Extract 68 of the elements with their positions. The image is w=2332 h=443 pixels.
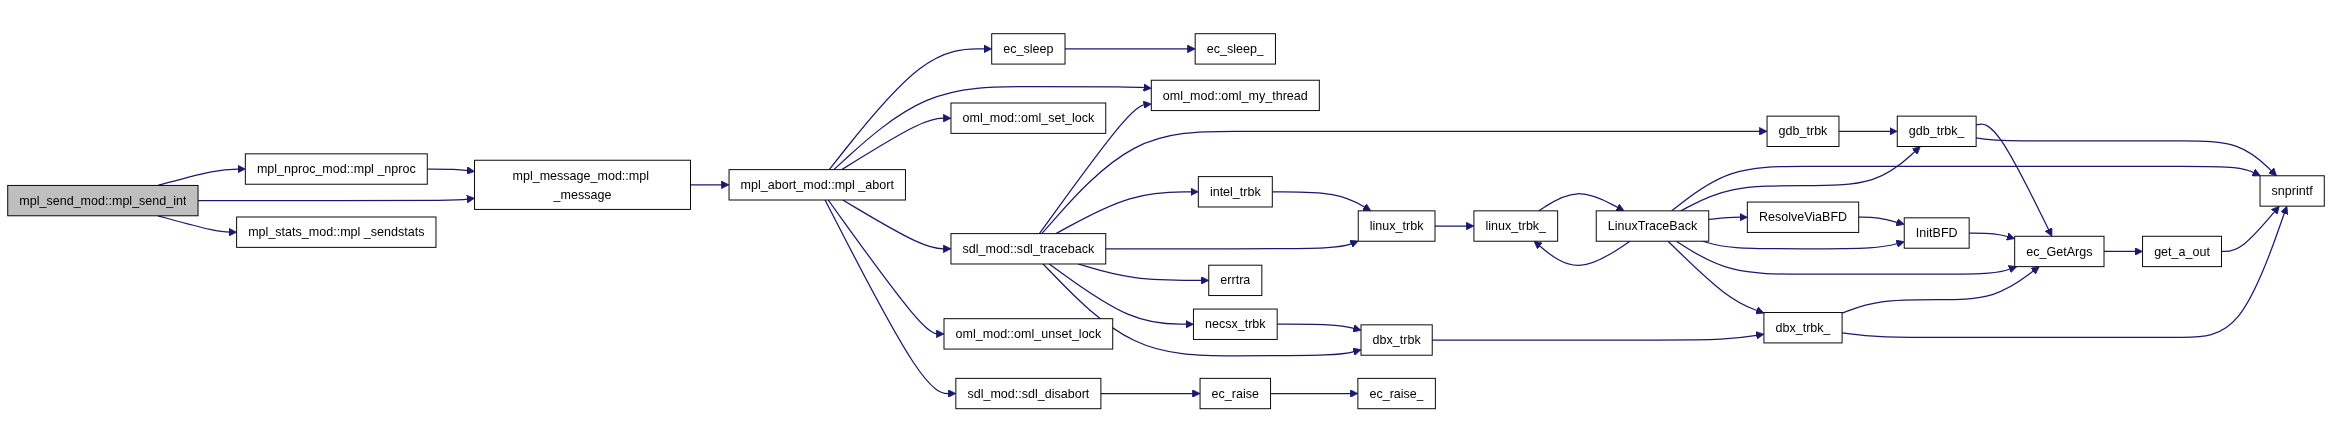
arrow <box>828 44 993 171</box>
arrow <box>1538 193 1625 212</box>
arrow <box>1055 187 1199 235</box>
node-box: mpl_abort_mod::mpl _abort <box>728 169 906 201</box>
node-box: errtra <box>1208 265 1263 297</box>
arrow <box>1667 240 1765 315</box>
node-box: ResolveViaBFD <box>1746 201 1860 234</box>
arrow <box>2103 247 2143 256</box>
arrow <box>824 199 957 399</box>
arrow <box>1105 240 1359 250</box>
node-box: necsx_trbk <box>1192 308 1278 341</box>
arrow <box>1100 389 1201 399</box>
arrow <box>1675 240 2018 276</box>
arrow <box>1841 266 2040 314</box>
arrow <box>1858 216 1905 227</box>
arrow <box>197 195 475 204</box>
arrow <box>1041 127 1768 235</box>
arrow <box>1975 137 2277 177</box>
node-box: ec_sleep <box>991 33 1066 65</box>
arrow <box>1064 44 1196 54</box>
node-box: oml_mod::oml_set_lock <box>950 102 1107 135</box>
arrow <box>1048 263 1194 329</box>
arrow <box>1431 331 1765 341</box>
node-box: dbx_trbk_ <box>1763 312 1843 344</box>
node-box: get_a_out <box>2142 236 2222 268</box>
arrow <box>157 165 246 187</box>
arrow <box>1434 222 1475 231</box>
arrow <box>1038 100 1152 235</box>
node-box: ec_GetArgs <box>2014 236 2105 268</box>
node-box: mpl_send_mod::mpl_send_int <box>7 185 199 217</box>
node-box: InitBFD <box>1903 217 1970 249</box>
arrow <box>1671 166 2261 212</box>
arrow <box>426 166 475 175</box>
node-box: ec_sleep_ <box>1194 33 1276 65</box>
node-box: mpl_stats_mod::mpl _sendstats <box>236 216 437 249</box>
arrow <box>1276 323 1362 333</box>
node-box: linux_trbk <box>1357 210 1436 242</box>
arrow <box>1968 232 2016 241</box>
arrow <box>842 199 952 254</box>
arrow <box>689 180 730 190</box>
node-box: intel_trbk <box>1197 176 1273 208</box>
node-box: oml_mod::oml_my_thread <box>1150 80 1320 112</box>
arrow <box>827 199 945 339</box>
node-box: mpl_message_mod::mpl _message <box>474 160 691 211</box>
arrow <box>1708 213 1748 222</box>
arrow <box>833 83 1152 171</box>
node-box: mpl_nproc_mod::mpl _nproc <box>244 153 428 185</box>
arrow <box>1841 206 2289 339</box>
node-box: sdl_mod::sdl_traceback <box>950 233 1107 265</box>
node-box: gdb_trbk_ <box>1896 115 1977 148</box>
arrow <box>1271 191 1372 212</box>
arrow <box>2220 206 2280 253</box>
arrow <box>1533 240 1631 267</box>
node-box: oml_mod::oml_unset_lock <box>943 318 1114 350</box>
node-box: ec_raise <box>1199 378 1272 410</box>
arrow <box>1269 389 1359 399</box>
node-box: sdl_mod::sdl_disabort <box>955 378 1102 410</box>
arrow <box>1975 123 2053 237</box>
arrow <box>841 114 952 171</box>
node-box: snprintf <box>2259 175 2325 207</box>
node-box: linux_trbk_ <box>1473 210 1559 242</box>
node-box: gdb_trbk <box>1766 115 1840 148</box>
node-box: dbx_trbk <box>1360 324 1433 356</box>
arrow <box>1042 263 1362 357</box>
arrow <box>1680 146 1921 212</box>
node-box: ec_raise_ <box>1357 378 1436 410</box>
node-box: LinuxTraceBack <box>1595 210 1710 242</box>
arrow <box>1838 127 1898 136</box>
